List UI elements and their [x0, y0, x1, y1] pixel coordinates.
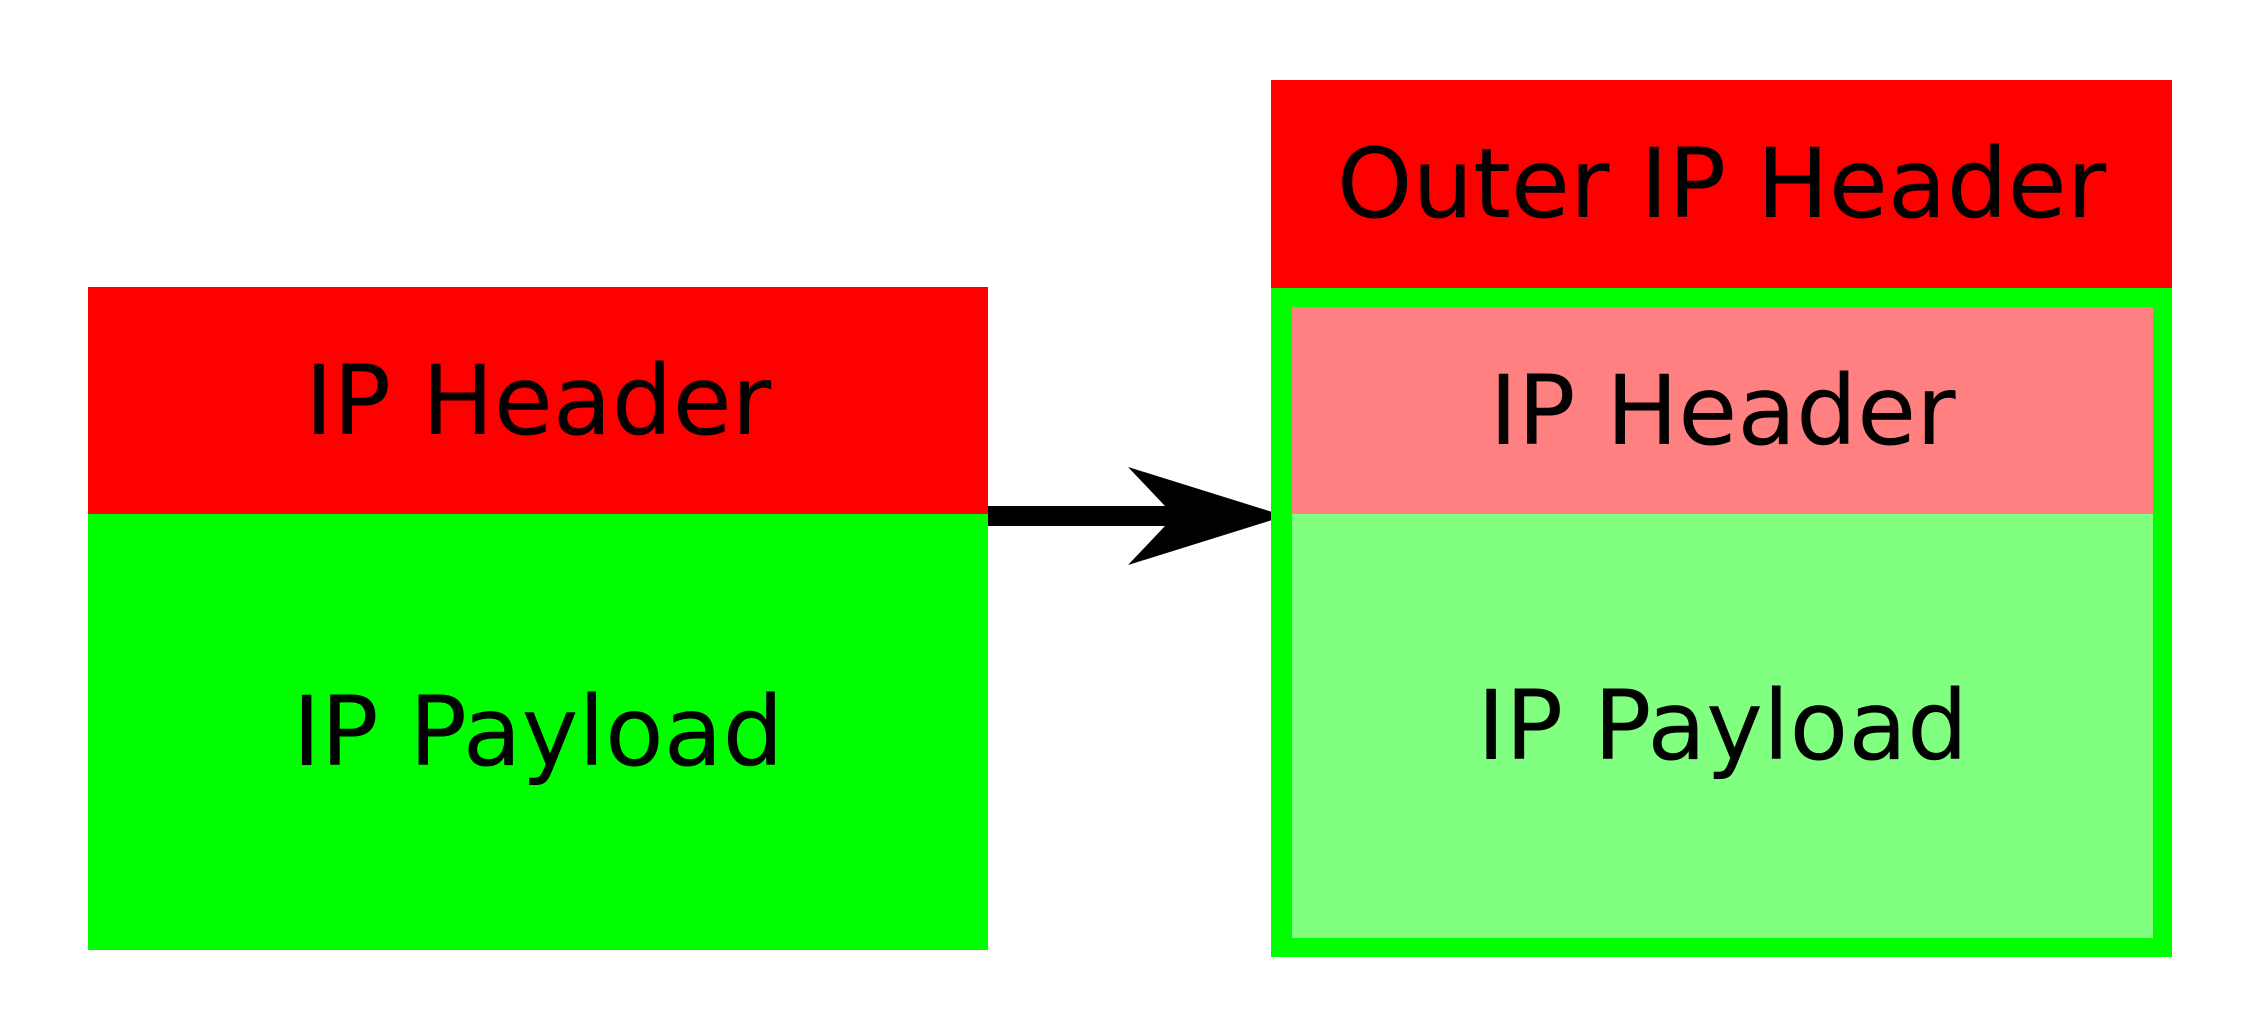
inner-packet-header: IP Header	[1292, 307, 2153, 514]
inner-packet: IP Header IP Payload	[1292, 307, 2153, 938]
original-packet-payload-label: IP Payload	[292, 676, 784, 788]
inner-packet-payload: IP Payload	[1292, 514, 2153, 938]
original-packet-payload: IP Payload	[88, 514, 988, 950]
right-arrow-icon	[988, 467, 1285, 565]
inner-packet-header-label: IP Header	[1489, 354, 1956, 467]
original-packet: IP Header IP Payload	[88, 287, 988, 950]
inner-packet-payload-label: IP Payload	[1476, 670, 1969, 782]
outer-ip-header: Outer IP Header	[1271, 80, 2172, 288]
original-packet-header-label: IP Header	[304, 344, 772, 457]
encapsulated-packet: Outer IP Header IP Header IP Payload	[1271, 80, 2172, 957]
outer-ip-header-label: Outer IP Header	[1336, 128, 2107, 240]
original-packet-header: IP Header	[88, 287, 988, 514]
